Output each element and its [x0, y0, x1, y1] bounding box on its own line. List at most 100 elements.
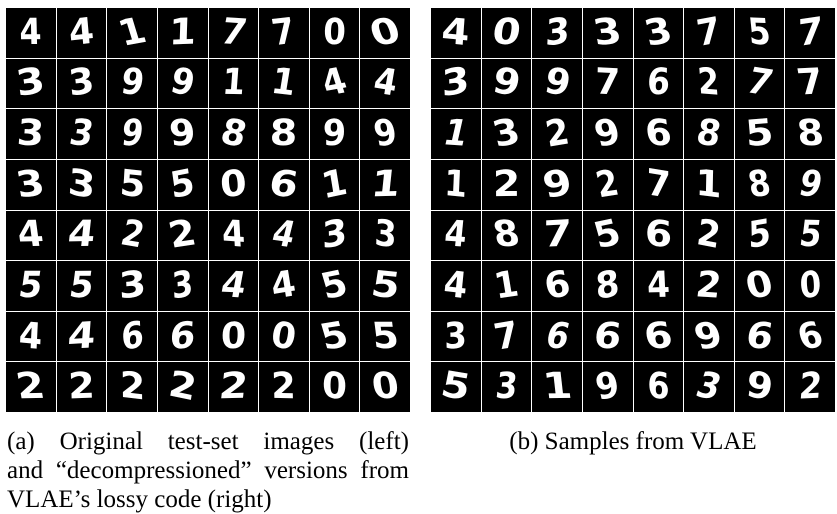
- digit-cell: 3: [481, 362, 532, 412]
- digit-glyph: 2: [694, 212, 724, 258]
- digit-glyph: 6: [540, 263, 574, 308]
- digit-glyph: 4: [442, 263, 470, 308]
- digit-glyph: 0: [741, 263, 778, 308]
- digit-glyph: 5: [66, 264, 97, 307]
- digit-glyph: 2: [592, 162, 623, 206]
- digit-glyph: 9: [590, 111, 625, 156]
- digit-cell: 6: [633, 109, 684, 159]
- digit-glyph: 5: [167, 161, 198, 207]
- digit-glyph: 5: [743, 112, 776, 156]
- digit-cell: 1: [107, 8, 157, 58]
- digit-cell: 3: [309, 210, 360, 261]
- digit-cell: 9: [734, 362, 785, 412]
- digit-glyph: 8: [745, 162, 774, 206]
- digit-glyph: 6: [120, 313, 145, 359]
- digit-cell: 3: [684, 362, 734, 412]
- digit-cell: 2: [107, 210, 157, 261]
- digit-cell: 0: [259, 311, 309, 362]
- caption-a: (a) Original test-set images (left) and …: [7, 427, 409, 514]
- digit-cell: 7: [785, 8, 835, 58]
- digit-glyph: 4: [645, 264, 671, 307]
- digit-glyph: 2: [116, 213, 148, 257]
- digit-glyph: 5: [746, 11, 773, 54]
- caption-a-line-3: VLAE’s lossy code (right): [7, 486, 272, 513]
- digit-glyph: 9: [118, 61, 147, 105]
- digit-cell: 7: [582, 58, 633, 109]
- digit-cell: 2: [56, 362, 107, 412]
- digit-glyph: 0: [321, 364, 348, 409]
- digit-cell: 3: [431, 311, 481, 362]
- digit-cell: 9: [582, 362, 633, 412]
- digit-cell: 9: [107, 109, 157, 159]
- digit-cell: 0: [785, 261, 835, 311]
- digit-cell: 5: [309, 311, 360, 362]
- digit-cell: 0: [309, 8, 360, 58]
- digit-cell: 3: [6, 58, 56, 109]
- digit-cell: 3: [107, 261, 157, 311]
- digit-cell: 5: [734, 210, 785, 261]
- digit-glyph: 3: [373, 212, 397, 257]
- digit-cell: 0: [360, 362, 410, 412]
- caption-a-line-2: and “decompressioned” versions from: [7, 457, 409, 484]
- digit-cell: 6: [633, 362, 684, 412]
- digit-glyph: 7: [797, 9, 823, 55]
- digit-glyph: 3: [441, 59, 471, 106]
- digit-cell: 9: [785, 159, 835, 210]
- digit-glyph: 4: [268, 263, 300, 308]
- digit-glyph: 7: [694, 9, 724, 55]
- digit-cell: 6: [785, 311, 835, 362]
- digit-glyph: 2: [696, 61, 722, 105]
- digit-cell: 1: [208, 58, 259, 109]
- digit-glyph: 9: [489, 60, 524, 106]
- digit-glyph: 3: [590, 10, 625, 54]
- digit-cell: 8: [481, 210, 532, 261]
- digit-cell: 9: [582, 109, 633, 159]
- digit-glyph: 5: [796, 214, 824, 256]
- digit-glyph: 1: [443, 162, 469, 206]
- digit-cell: 7: [633, 159, 684, 210]
- digit-cell: 1: [431, 109, 481, 159]
- digit-glyph: 1: [318, 161, 351, 208]
- digit-glyph: 7: [645, 161, 671, 207]
- digit-glyph: 0: [798, 263, 823, 308]
- digit-cell: 3: [6, 159, 56, 210]
- digit-cell: 4: [6, 210, 56, 261]
- digit-cell: 5: [56, 261, 107, 311]
- digit-cell: 2: [6, 362, 56, 412]
- digit-cell: 8: [582, 261, 633, 311]
- digit-glyph: 9: [538, 162, 576, 207]
- digit-cell: 2: [157, 210, 208, 261]
- digit-glyph: 4: [66, 314, 97, 358]
- digit-glyph: 9: [540, 60, 574, 106]
- digit-cell: 5: [360, 261, 410, 311]
- digit-glyph: 4: [217, 264, 250, 307]
- digit-cell: 1: [157, 8, 208, 58]
- digit-cell: 0: [734, 261, 785, 311]
- digit-cell: 2: [684, 261, 734, 311]
- digit-cell: 9: [107, 58, 157, 109]
- digit-cell: 5: [734, 8, 785, 58]
- digit-cell: 3: [481, 109, 532, 159]
- digit-glyph: 7: [542, 213, 572, 257]
- digit-glyph: 9: [119, 112, 146, 155]
- digit-glyph: 7: [490, 313, 522, 359]
- digit-glyph: 3: [13, 162, 49, 206]
- digit-glyph: 4: [440, 10, 472, 55]
- digit-cell: 2: [157, 362, 208, 412]
- digit-cell: 7: [259, 8, 309, 58]
- digit-cell: 3: [56, 159, 107, 210]
- digit-glyph: 9: [370, 112, 400, 155]
- digit-cell: 4: [6, 8, 56, 58]
- digit-cell: 4: [56, 311, 107, 362]
- digit-cell: 4: [259, 261, 309, 311]
- digit-glyph: 2: [67, 365, 96, 408]
- digit-cell: 4: [208, 210, 259, 261]
- digit-glyph: 2: [119, 364, 145, 409]
- digit-glyph: 2: [165, 363, 200, 410]
- digit-glyph: 9: [690, 314, 728, 358]
- digit-glyph: 1: [439, 112, 472, 155]
- digit-glyph: 0: [489, 11, 524, 53]
- digit-cell: 5: [734, 109, 785, 159]
- digit-glyph: 7: [594, 61, 621, 105]
